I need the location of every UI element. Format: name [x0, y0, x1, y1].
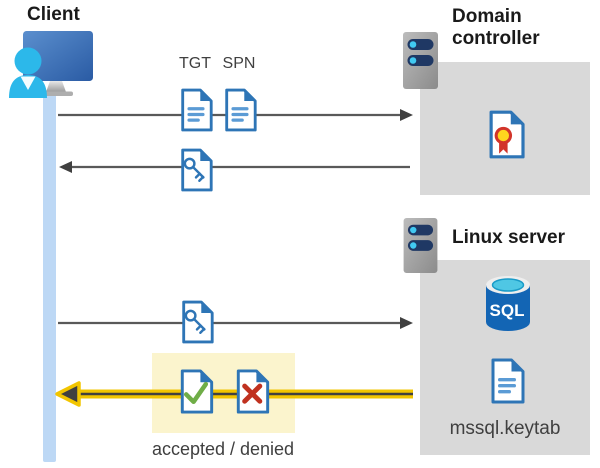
- spn-ticket-label: SPN: [222, 55, 256, 72]
- ticket-forward-arrow: [58, 317, 413, 329]
- tgt-ticket-label: TGT: [179, 55, 211, 72]
- denied-document-icon: [232, 368, 272, 415]
- svg-text:SQL: SQL: [490, 301, 525, 320]
- domain-controller-server-icon: [403, 32, 438, 89]
- result-highlight-box: [152, 353, 295, 433]
- keytab-filename: mssql.keytab: [449, 418, 561, 439]
- linux-server-icon: [403, 217, 438, 274]
- tgt-document-icon: [177, 87, 215, 133]
- keytab-document-icon: [486, 357, 528, 405]
- client-lifeline: [43, 94, 56, 462]
- certificate-document-icon: [484, 109, 528, 160]
- spn-document-icon: [221, 87, 259, 133]
- key-document-icon: [178, 299, 216, 345]
- sql-database-icon: SQL: [486, 276, 530, 331]
- monitor-user-icon: [9, 31, 93, 98]
- key-document-icon: [177, 146, 215, 194]
- ticket-response-arrow: [59, 161, 410, 173]
- linux-server-title: Linux server: [452, 227, 565, 248]
- auth-result-label: accepted / denied: [151, 439, 295, 459]
- accepted-document-icon: [176, 368, 216, 415]
- client-title: Client: [27, 4, 80, 25]
- domain-controller-title: Domain controller: [452, 6, 540, 49]
